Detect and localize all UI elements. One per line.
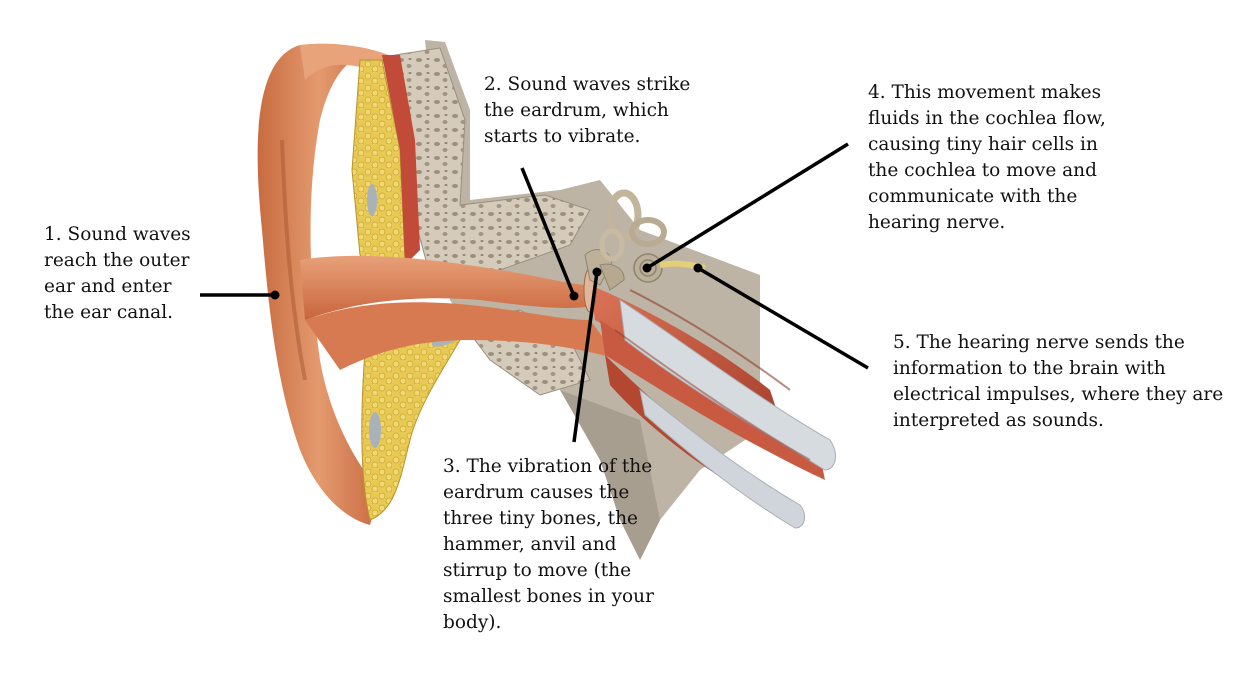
step-5-label: 5. The hearing nerve sends the informati… [893, 332, 1224, 431]
callout-line-4 [642, 142, 849, 273]
callout-line-5 [693, 263, 869, 370]
ear-canal [300, 255, 620, 370]
step-2-label: 2. Sound waves strike the eardrum, which… [484, 74, 691, 147]
callout-line-1 [200, 290, 280, 300]
step-1-label: 1. Sound waves reach the outer ear and e… [44, 224, 191, 323]
step-3-label: 3. The vibration of the eardrum causes t… [443, 456, 654, 633]
callout-line-3 [572, 267, 602, 443]
step-4-label: 4. This movement makes fluids in the coc… [868, 82, 1106, 233]
callout-lines [200, 142, 869, 443]
middle-ear [583, 249, 625, 313]
muscle-nerve-bundle [590, 285, 836, 529]
outer-ear [257, 43, 471, 525]
callout-line-2 [520, 167, 579, 301]
